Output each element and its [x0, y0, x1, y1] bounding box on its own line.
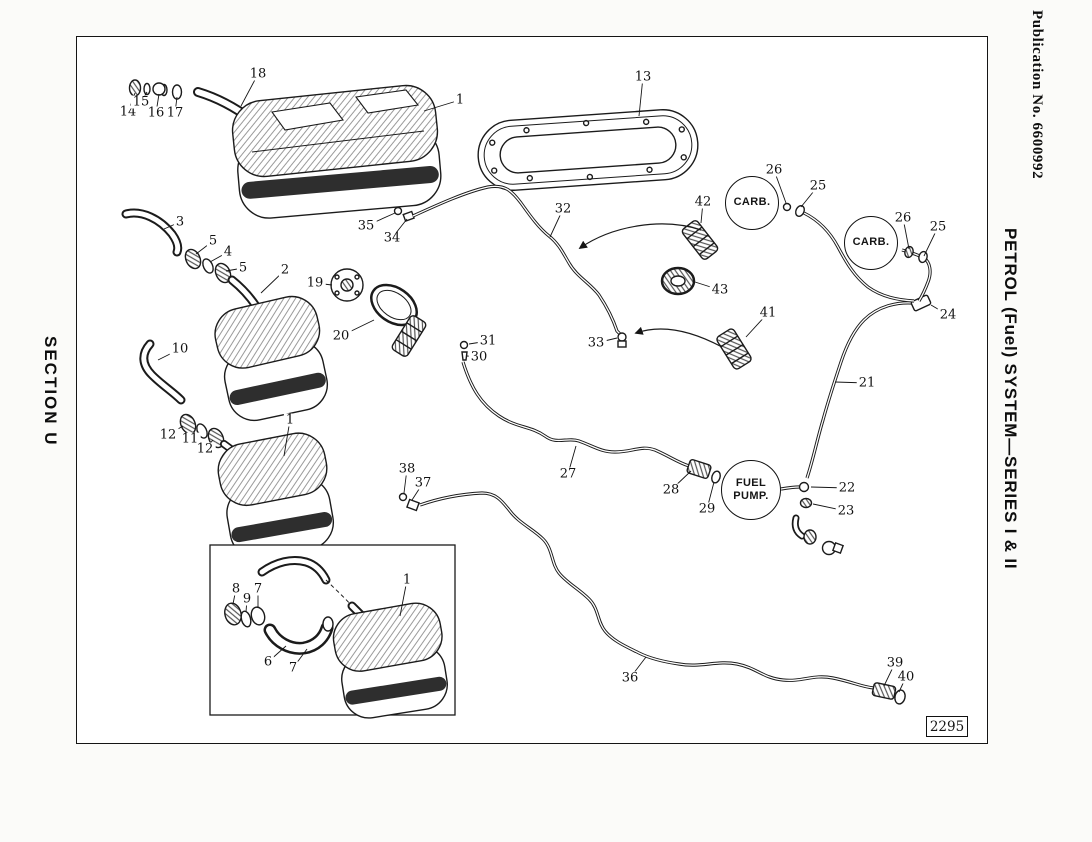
- part-callout-24: 24: [937, 307, 959, 323]
- fuel-tank-inset: [332, 599, 448, 719]
- part-callout-5: 5: [236, 260, 250, 276]
- publication-number: Publication No. 6600992: [1029, 10, 1045, 180]
- washers-5-4-5: [184, 248, 232, 284]
- part-callout-37: 37: [412, 475, 434, 491]
- part-callout-35: 35: [355, 218, 377, 234]
- part-callout-42: 42: [692, 194, 714, 210]
- banjo-bolt-30-31: [459, 340, 469, 361]
- washers-12-11-12: [179, 413, 250, 467]
- connector-39-40: [871, 682, 906, 705]
- section-label: SECTION U: [41, 336, 60, 447]
- part-callout-40: 40: [895, 669, 917, 685]
- part-callout-12: 12: [194, 441, 216, 457]
- part-callout-21: 21: [856, 375, 878, 391]
- part-callout-3: 3: [173, 214, 187, 230]
- filler-cap-parts-14-17: [128, 79, 183, 100]
- part-callout-2: 2: [278, 262, 292, 278]
- part-callout-38: 38: [396, 461, 418, 477]
- part-callout-17: 17: [164, 105, 186, 121]
- gauge-unit-20: [370, 283, 427, 357]
- part-callout-18: 18: [247, 66, 269, 82]
- part-callout-7: 7: [251, 581, 265, 597]
- part-callout-7: 7: [286, 660, 300, 676]
- washers-8-9-7: [224, 560, 353, 628]
- fuel-tank-middle: [214, 295, 328, 422]
- diagram-side-title: PETROL (Fuel) SYSTEM—SERIES I & II: [1001, 228, 1020, 570]
- part-callout-39: 39: [884, 655, 906, 671]
- part-callout-29: 29: [696, 501, 718, 517]
- mounting-seal-13: [477, 109, 699, 191]
- part-callout-10: 10: [169, 341, 191, 357]
- part-callout-13: 13: [632, 69, 654, 85]
- part-callout-26: 26: [763, 162, 785, 178]
- part-callout-41: 41: [757, 305, 779, 321]
- carburettor-2-label: CARB.: [844, 216, 898, 270]
- part-callout-28: 28: [660, 482, 682, 498]
- carburettor-1-label: CARB.: [725, 176, 779, 230]
- part-callout-1: 1: [453, 92, 467, 108]
- part-callout-6: 6: [261, 654, 275, 670]
- part-callout-27: 27: [557, 466, 579, 482]
- part-callout-9: 9: [240, 591, 254, 607]
- part-callout-43: 43: [709, 282, 731, 298]
- union-37-38: [398, 492, 420, 512]
- part-callout-12: 12: [157, 427, 179, 443]
- part-callout-23: 23: [835, 503, 857, 519]
- pump-fittings-22-23: [779, 481, 845, 556]
- part-callout-30: 30: [468, 349, 490, 365]
- part-callout-15: 15: [130, 94, 152, 110]
- part-callout-14: 14: [117, 104, 139, 120]
- fuel-tank-lower: [217, 432, 335, 559]
- part-callout-1: 1: [283, 412, 297, 428]
- assembly-arrows: [578, 223, 723, 348]
- part-callout-34: 34: [381, 230, 403, 246]
- elbow-hose-6-7: [270, 616, 334, 648]
- part-callout-19: 19: [304, 275, 326, 291]
- part-callout-32: 32: [552, 201, 574, 217]
- figure-number: 2295: [926, 716, 968, 737]
- part-callout-4: 4: [221, 244, 235, 260]
- part-callout-33: 33: [585, 335, 607, 351]
- part-callout-22: 22: [836, 480, 858, 496]
- part-callout-20: 20: [330, 328, 352, 344]
- part-callout-26: 26: [892, 210, 914, 226]
- part-callout-1: 1: [400, 572, 414, 588]
- part-callout-31: 31: [477, 333, 499, 349]
- part-callout-25: 25: [807, 178, 829, 194]
- part-callout-16: 16: [145, 105, 167, 121]
- part-callout-5: 5: [206, 233, 220, 249]
- part-callout-36: 36: [619, 670, 641, 686]
- part-callout-25: 25: [927, 219, 949, 235]
- fuel-tank-top: [231, 84, 442, 219]
- union-33: [617, 332, 627, 348]
- part-callout-11: 11: [179, 431, 201, 447]
- part-callout-8: 8: [229, 581, 243, 597]
- grommet-42-43-41: [660, 220, 752, 370]
